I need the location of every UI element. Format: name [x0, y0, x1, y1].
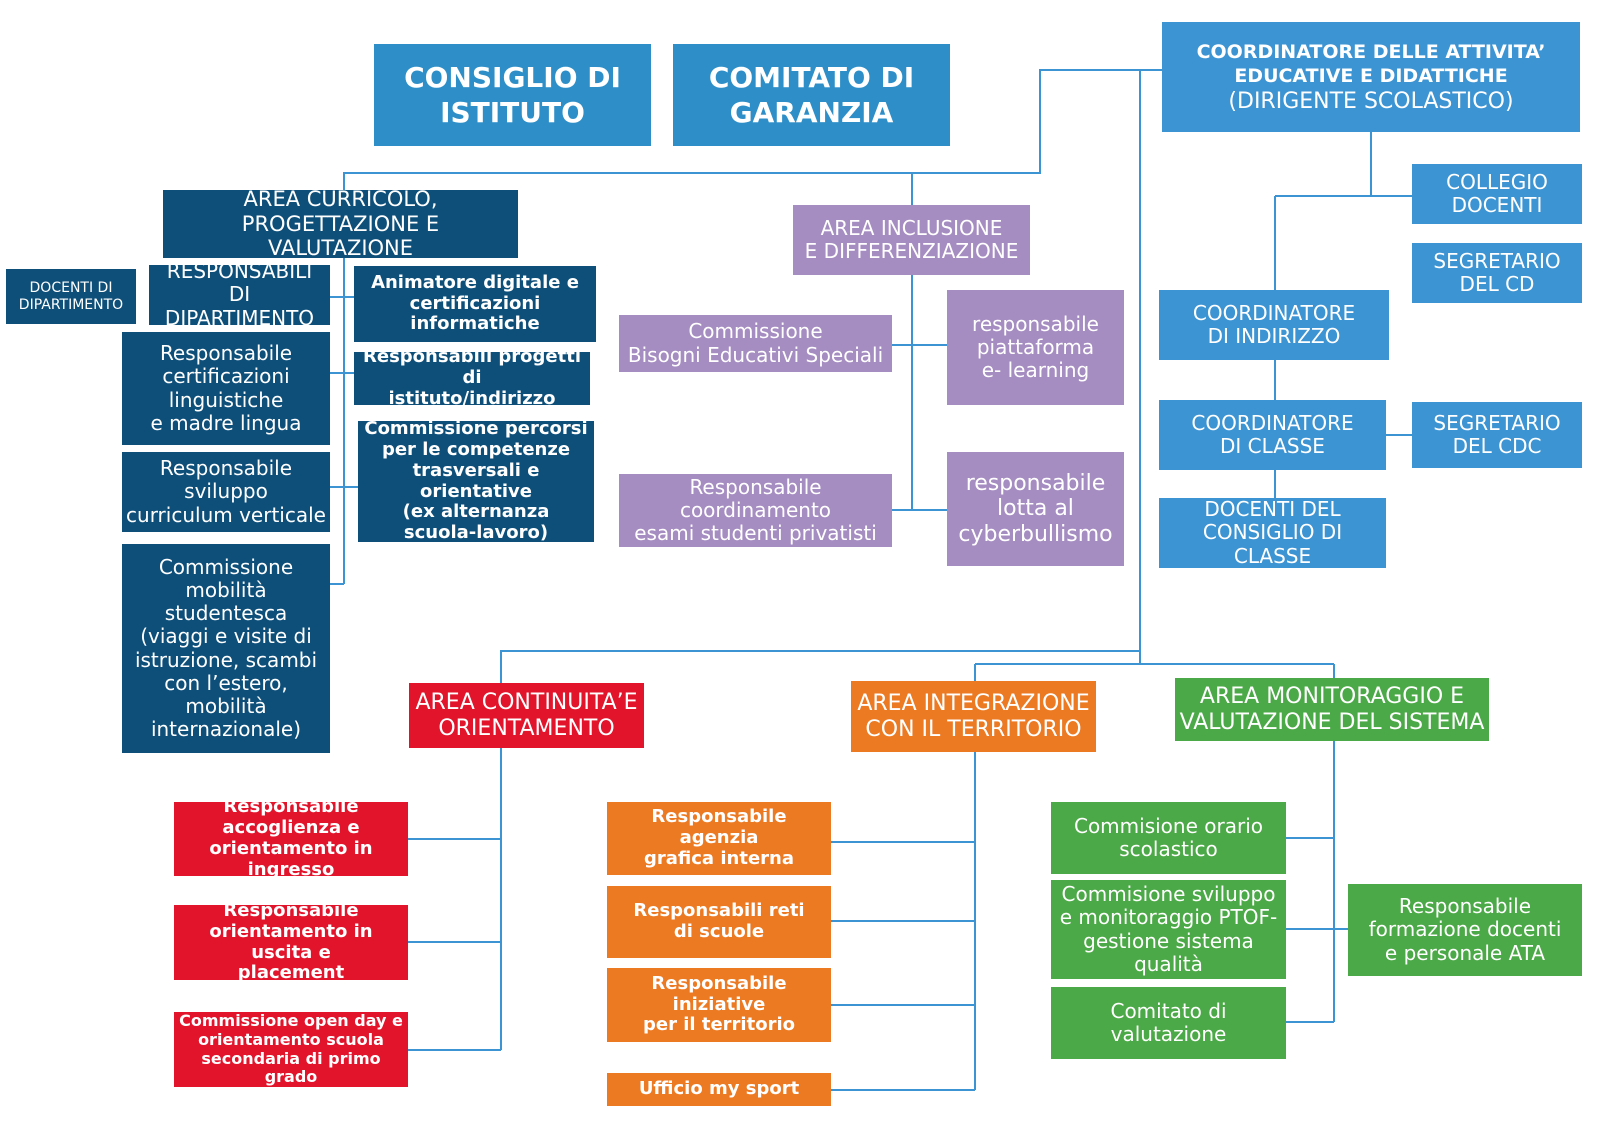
responsabili-dipartimento-box: RESPONSABILI DI DIPARTIMENTO — [149, 260, 330, 329]
coordinatore-box: COORDINATORE DELLE ATTIVITA’ EDUCATIVE E… — [1162, 22, 1580, 132]
commissione-mobilita-box: Commissione mobilità studentesca (viaggi… — [122, 544, 330, 753]
monitoraggio-item-1: Commisione orario scolastico — [1051, 802, 1286, 874]
coordinatore-classe-box: COORDINATORE DI CLASSE — [1159, 400, 1386, 470]
integrazione-item-3: Responsabile iniziative per il territori… — [607, 968, 831, 1042]
area-integrazione-title: AREA INTEGRAZIONE CON IL TERRITORIO — [851, 681, 1096, 752]
collegio-docenti-box: COLLEGIO DOCENTI — [1412, 164, 1582, 224]
responsabili-progetti-box: Responsabili progetti di istituto/indiri… — [354, 346, 590, 409]
continuita-item-1: Responsabile accoglienza e orientamento … — [174, 796, 408, 880]
segretario-cdc-box: SEGRETARIO DEL CDC — [1412, 402, 1582, 468]
commissione-bes-box: Commissione Bisogni Educativi Speciali — [619, 315, 892, 372]
continuita-item-2: Responsabile orientamento in uscita e pl… — [174, 900, 408, 983]
comitato-di-garanzia-box: COMITATO DI GARANZIA — [673, 44, 950, 146]
area-curricolo-title: AREA CURRICOLO, PROGETTAZIONE E VALUTAZI… — [163, 187, 518, 260]
responsabile-sviluppo-curriculum-box: Responsabile sviluppo curriculum vertica… — [122, 452, 330, 532]
coordinatore-indirizzo-box: COORDINATORE DI INDIRIZZO — [1159, 290, 1389, 360]
coordinatore-line1: COORDINATORE DELLE ATTIVITA’ — [1196, 40, 1546, 63]
coordinatore-line2: EDUCATIVE E DIDATTICHE — [1234, 65, 1508, 88]
integrazione-item-2: Responsabili reti di scuole — [607, 886, 831, 958]
responsabile-formazione-box: Responsabile formazione docenti e person… — [1348, 884, 1582, 976]
coordinatore-line3: (DIRIGENTE SCOLASTICO) — [1228, 88, 1514, 114]
monitoraggio-item-3: Comitato di valutazione — [1051, 987, 1286, 1059]
area-continuita-title: AREA CONTINUITA’E ORIENTAMENTO — [409, 683, 644, 748]
consiglio-di-istituto-box: CONSIGLIO DI ISTITUTO — [374, 44, 651, 146]
responsabile-esami-privatisti-box: Responsabile coordinamento esami student… — [619, 474, 892, 547]
continuita-item-3: Commissione open day e orientamento scuo… — [174, 1012, 408, 1087]
animatore-digitale-box: Animatore digitale e certificazioni info… — [354, 266, 596, 342]
area-monitoraggio-title: AREA MONITORAGGIO E VALUTAZIONE DEL SIST… — [1175, 678, 1489, 741]
area-inclusione-title: AREA INCLUSIONE E DIFFERENZIAZIONE — [793, 205, 1030, 275]
docenti-dipartimento-box: DOCENTI DI DIPARTIMENTO — [6, 269, 136, 324]
responsabile-certificazioni-box: Responsabile certificazioni linguistiche… — [122, 332, 330, 445]
segretario-cd-box: SEGRETARIO DEL CD — [1412, 243, 1582, 303]
integrazione-item-1: Responsabile agenzia grafica interna — [607, 802, 831, 875]
integrazione-item-4: Ufficio my sport — [607, 1073, 831, 1106]
responsabile-elearning-box: responsabile piattaforma e- learning — [947, 290, 1124, 405]
responsabile-cyberbullismo-box: responsabile lotta al cyberbullismo — [947, 452, 1124, 566]
docenti-consiglio-classe-box: DOCENTI DEL CONSIGLIO DI CLASSE — [1159, 498, 1386, 568]
monitoraggio-item-2: Commisione sviluppo e monitoraggio PTOF-… — [1051, 880, 1286, 979]
commissione-pcto-box: Commissione percorsi per le competenze t… — [358, 418, 594, 543]
